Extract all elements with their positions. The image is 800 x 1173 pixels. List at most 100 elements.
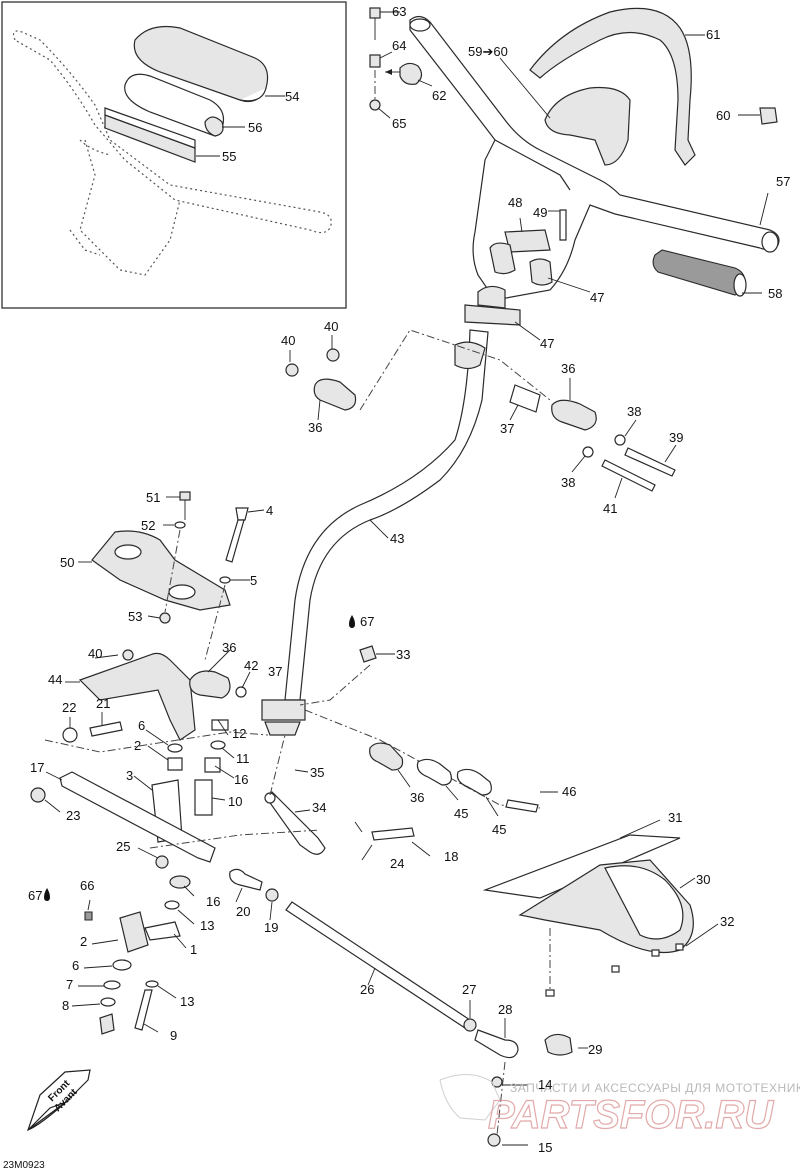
callout-46: 46 xyxy=(562,784,576,799)
callout-40a: 40 xyxy=(281,333,295,348)
column-clamps xyxy=(285,329,677,499)
watermark-logo: PARTSFOR.RU xyxy=(488,1093,774,1137)
callout-64: 64 xyxy=(392,38,406,53)
callout-17: 17 xyxy=(30,760,44,775)
callout-31: 31 xyxy=(668,810,682,825)
callout-13b: 13 xyxy=(180,994,194,1009)
callout-13a: 13 xyxy=(200,918,214,933)
callout-67b: 67 xyxy=(28,888,42,903)
tie-rod xyxy=(229,821,588,1147)
callout-37b: 37 xyxy=(268,664,282,679)
callout-27: 27 xyxy=(462,982,476,997)
callout-2a: 2 xyxy=(134,738,141,753)
callout-24: 24 xyxy=(390,856,404,871)
callout-39: 39 xyxy=(669,430,683,445)
callout-36a: 36 xyxy=(308,420,322,435)
callout-10: 10 xyxy=(228,794,242,809)
callout-26: 26 xyxy=(360,982,374,997)
watermark-text: ЗАПЧАСТИ И АКСЕССУАРЫ ДЛЯ МОТОТЕХНИКИ xyxy=(510,1081,800,1095)
figure-code: 23M0923 xyxy=(3,1160,45,1171)
callout-51: 51 xyxy=(146,490,160,505)
callout-5: 5 xyxy=(250,573,257,588)
callout-49: 49 xyxy=(533,205,547,220)
callout-9: 9 xyxy=(170,1028,177,1043)
callout-2b: 2 xyxy=(80,934,87,949)
callout-36c: 36 xyxy=(222,640,236,655)
callout-38a: 38 xyxy=(627,404,641,419)
callout-16a: 16 xyxy=(234,772,248,787)
callout-67a: 67 xyxy=(360,614,374,629)
callout-59-60: 59➔60 xyxy=(468,44,508,59)
callout-45b: 45 xyxy=(492,822,506,837)
callout-35: 35 xyxy=(310,765,324,780)
callout-37a: 37 xyxy=(500,421,514,436)
callout-20: 20 xyxy=(236,904,250,919)
callout-7: 7 xyxy=(66,977,73,992)
inset-handlebar-pad xyxy=(1,1,347,309)
callout-62: 62 xyxy=(432,88,446,103)
callout-19: 19 xyxy=(264,920,278,935)
handlebar-assembly xyxy=(369,7,780,341)
callout-12: 12 xyxy=(232,726,246,741)
callout-45a: 45 xyxy=(454,806,468,821)
callout-40c: 40 xyxy=(88,646,102,661)
callout-11: 11 xyxy=(236,751,250,766)
callout-38b: 38 xyxy=(561,475,575,490)
callout-6a: 6 xyxy=(138,718,145,733)
callout-28: 28 xyxy=(498,1002,512,1017)
callout-25: 25 xyxy=(116,839,130,854)
callout-44: 44 xyxy=(48,672,62,687)
watermark: ЗАПЧАСТИ И АКСЕССУАРЫ ДЛЯ МОТОТЕХНИКИ PA… xyxy=(439,1074,800,1138)
callout-36d: 36 xyxy=(410,790,424,805)
callout-41: 41 xyxy=(603,501,617,516)
callout-36b: 36 xyxy=(561,361,575,376)
callout-15: 15 xyxy=(538,1140,552,1155)
callout-29: 29 xyxy=(588,1042,602,1057)
callout-8: 8 xyxy=(62,998,69,1013)
steering-column xyxy=(261,329,489,736)
callout-58: 58 xyxy=(768,286,782,301)
upper-bracket xyxy=(78,491,265,661)
callout-52: 52 xyxy=(141,518,155,533)
front-direction-arrow: Front Avant xyxy=(26,1069,91,1132)
callout-54: 54 xyxy=(285,89,299,104)
callout-16b: 16 xyxy=(206,894,220,909)
callout-21: 21 xyxy=(96,696,110,711)
callout-14: 14 xyxy=(538,1077,552,1092)
callout-47b: 47 xyxy=(540,336,554,351)
callout-18: 18 xyxy=(444,849,458,864)
callout-40b: 40 xyxy=(324,319,338,334)
callout-66: 66 xyxy=(80,878,94,893)
callout-33: 33 xyxy=(396,647,410,662)
callout-65: 65 xyxy=(392,116,406,131)
steering-boot xyxy=(482,819,719,997)
callout-3: 3 xyxy=(126,768,133,783)
callout-22: 22 xyxy=(62,700,76,715)
callout-4: 4 xyxy=(266,503,273,518)
callout-6b: 6 xyxy=(72,958,79,973)
callout-61: 61 xyxy=(706,27,720,42)
callout-30: 30 xyxy=(696,872,710,887)
callout-48: 48 xyxy=(508,195,522,210)
callout-32: 32 xyxy=(720,914,734,929)
lower-support xyxy=(30,649,269,863)
callout-53: 53 xyxy=(128,609,142,624)
callout-34: 34 xyxy=(312,800,326,815)
callout-57: 57 xyxy=(776,174,790,189)
callout-60: 60 xyxy=(716,108,730,123)
pitman-arm xyxy=(264,645,558,855)
callout-23: 23 xyxy=(66,808,80,823)
callout-43: 43 xyxy=(390,531,404,546)
callout-47a: 47 xyxy=(590,290,604,305)
lower-column xyxy=(71,829,321,1035)
callout-50: 50 xyxy=(60,555,74,570)
callout-55: 55 xyxy=(222,149,236,164)
callout-42: 42 xyxy=(244,658,258,673)
lubricant-drop-icon xyxy=(44,615,355,901)
callout-56: 56 xyxy=(248,120,262,135)
callout-1: 1 xyxy=(190,942,197,957)
callout-63: 63 xyxy=(392,4,406,19)
